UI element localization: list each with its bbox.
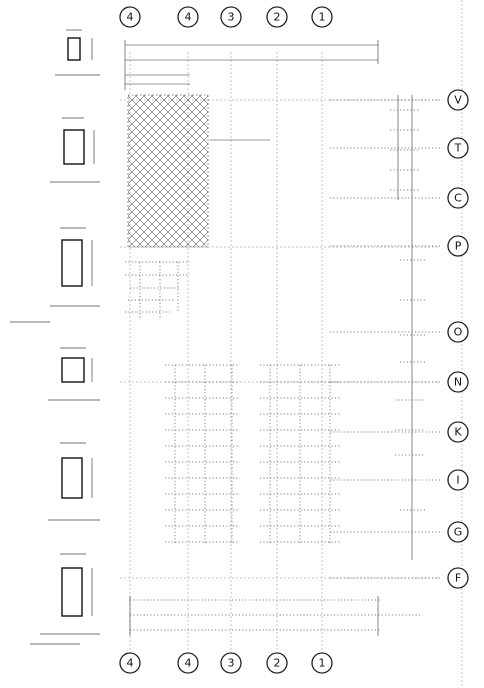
svg-text:1: 1 (319, 657, 326, 670)
grid-bubble-top-3[interactable]: 3 (220, 6, 242, 28)
grid-bubble-right-2[interactable]: T (447, 137, 469, 159)
svg-text:T: T (454, 142, 462, 155)
grid-bubble-right-3[interactable]: C (447, 187, 469, 209)
grid-bubble-bottom-1[interactable]: 4 (119, 652, 141, 674)
column-section-1 (55, 29, 100, 76)
svg-text:V: V (454, 94, 462, 107)
svg-text:2: 2 (274, 11, 281, 24)
grid-bubble-top-1[interactable]: 4 (119, 6, 141, 28)
top-dimensions (124, 40, 379, 90)
grid-bubble-right-10[interactable]: F (447, 567, 469, 589)
grid-bubbles-right: V T C P O N K I G F (447, 89, 469, 589)
grid-bubble-right-6[interactable]: N (447, 371, 469, 393)
svg-text:1: 1 (319, 11, 326, 24)
grid-bubble-bottom-5[interactable]: 1 (311, 652, 333, 674)
column-section-3 (10, 227, 100, 323)
grid-bubble-right-1[interactable]: V (447, 89, 469, 111)
grid-bubble-right-4[interactable]: P (447, 235, 469, 257)
svg-text:4: 4 (185, 11, 192, 24)
grid-bubble-top-2[interactable]: 4 (177, 6, 199, 28)
column-layout-blocks (165, 364, 340, 545)
slab-construction-lines (125, 261, 190, 320)
svg-text:N: N (454, 376, 462, 389)
grid-bubble-top-5[interactable]: 1 (311, 6, 333, 28)
svg-text:K: K (454, 426, 462, 439)
grid-bubbles-bottom: 4 4 3 2 1 (119, 652, 333, 674)
grid-bubble-right-7[interactable]: K (447, 421, 469, 443)
svg-text:3: 3 (228, 657, 235, 670)
bottom-dimensions (129, 596, 420, 636)
svg-text:G: G (454, 526, 463, 539)
column-section-6 (30, 553, 100, 645)
grid-bubble-bottom-2[interactable]: 4 (177, 652, 199, 674)
right-dimension-chain (330, 95, 440, 579)
grid-bubble-right-9[interactable]: G (447, 521, 469, 543)
grid-bubble-bottom-3[interactable]: 3 (220, 652, 242, 674)
svg-text:3: 3 (228, 11, 235, 24)
hatched-slab (127, 94, 209, 248)
svg-text:P: P (455, 240, 462, 253)
svg-text:4: 4 (127, 657, 134, 670)
grid-bubble-right-8[interactable]: I (447, 469, 469, 491)
svg-text:4: 4 (127, 11, 134, 24)
column-section-4 (48, 347, 100, 401)
svg-text:O: O (454, 326, 463, 339)
grid-bubble-right-5[interactable]: O (447, 321, 469, 343)
column-sections (10, 29, 100, 645)
grid-bubble-top-4[interactable]: 2 (266, 6, 288, 28)
svg-text:I: I (456, 474, 459, 487)
grid-bubbles-top: 4 4 3 2 1 (119, 6, 333, 28)
svg-text:4: 4 (185, 657, 192, 670)
column-section-5 (48, 442, 100, 521)
svg-text:2: 2 (274, 657, 281, 670)
svg-text:C: C (454, 192, 462, 205)
svg-text:F: F (455, 572, 461, 585)
column-section-2 (50, 117, 100, 183)
grid-bubble-bottom-4[interactable]: 2 (266, 652, 288, 674)
